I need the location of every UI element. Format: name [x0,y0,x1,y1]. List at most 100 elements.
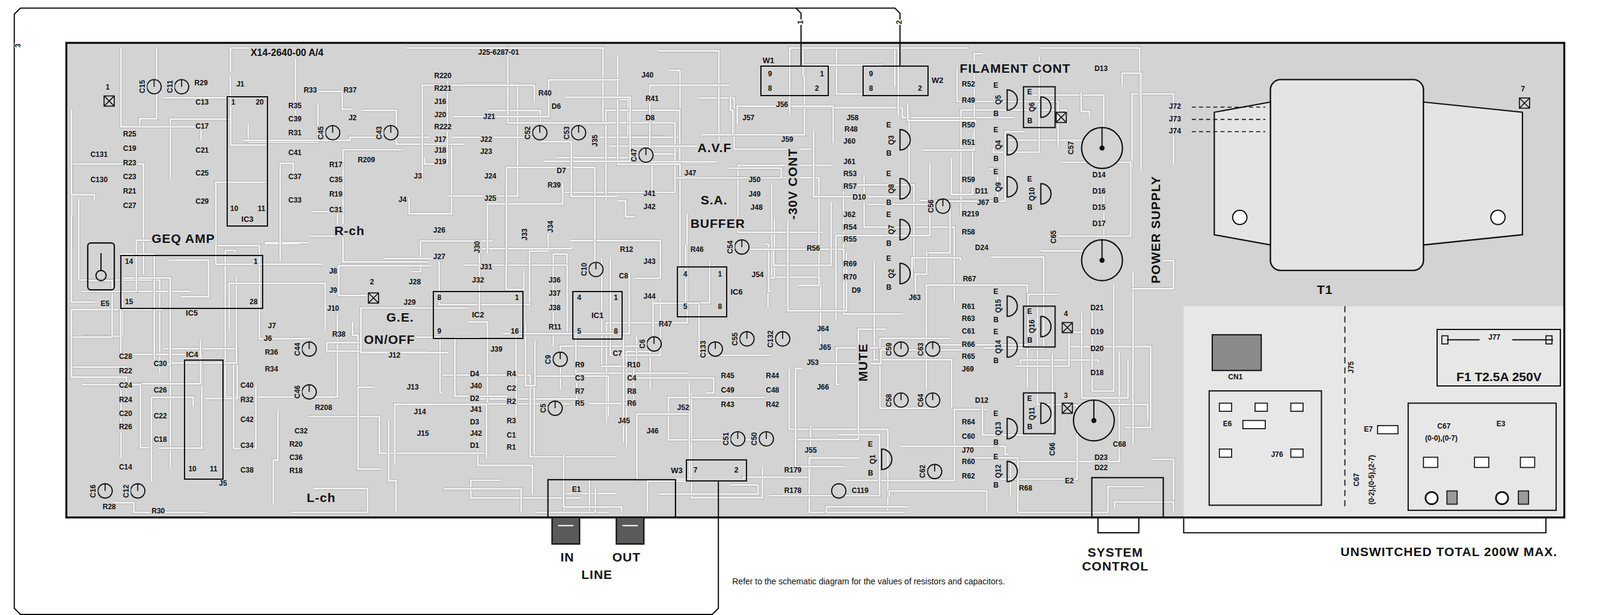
trace [71,215,95,302]
part-label: E2 [1064,477,1075,486]
section-title: L-ch [305,491,336,505]
test-point [1062,322,1073,333]
part-label: J3 [413,172,423,181]
trace-edge [487,182,563,254]
jumper-wire [1191,106,1266,108]
section-title: S.A. [700,192,729,207]
part-label: B [992,357,1000,365]
capacitor-symbol [308,384,311,392]
trace [540,141,618,197]
part-label: R21 [122,188,138,196]
part-label: R30 [150,507,166,516]
part-label: C22 [153,412,168,421]
trace [352,322,359,387]
part-label: C56 [927,198,936,214]
trace [534,488,596,513]
trace [606,213,688,423]
cable-bracket [14,8,719,615]
part-label: J38 [548,304,562,312]
earth-lug [1377,425,1399,434]
trace-edge [826,506,908,513]
transformer-clamp [1214,102,1271,246]
part-label: J15 [416,429,430,438]
trace-edge [616,99,665,137]
capacitor-symbol [332,125,334,133]
part-label: R63 [961,315,976,324]
part-label: R19 [328,191,344,199]
outlet-bracket [1183,518,1546,533]
part-label: E [1026,88,1033,97]
part-label: C23 [122,173,138,182]
trace-edge [225,295,338,397]
part-label: J18 [433,147,448,156]
part-label: B [992,316,1000,324]
part-label: 15 [124,298,134,306]
part-label: R65 [961,353,976,362]
light-area [1183,305,1564,517]
part-label: 8 [613,327,619,336]
part-label: C57 [1067,140,1076,156]
capacitor-symbol [741,239,743,248]
part-label: J50 [747,176,761,185]
part-label: 10 [187,465,197,474]
part-label: C61 [961,327,976,336]
part-label: X14-2640-00 A/4 [250,47,324,59]
capacitor-symbol [130,483,145,499]
part-label: R3 [506,417,517,426]
power-capacitor [1092,418,1097,423]
part-label: J40 [469,382,483,391]
transistor-symbol [1007,295,1018,317]
part-label: R64 [961,418,976,427]
part-label: 1 [105,83,111,92]
capacitor-symbol [900,393,902,401]
capacitor-symbol [308,341,311,350]
rca-jack [558,524,574,526]
capacitor-symbol [925,341,941,357]
trace-edge [658,485,758,495]
part-label: 2 [369,278,376,287]
part-label: J35 [592,134,600,148]
part-label: J49 [747,191,761,199]
transistor-symbol [899,178,910,199]
trace-edge [71,215,95,302]
part-label: R37 [342,87,358,95]
part-label: R11 [548,323,562,332]
trace-edge [71,164,144,275]
trace [836,162,930,320]
transistor-symbol [1007,336,1018,358]
capacitor-symbol [932,341,934,350]
trace [1020,360,1099,365]
part-label: D12 [974,397,989,406]
trace-edge [733,177,820,286]
part-label: R50 [961,121,976,130]
section-title: IN [559,549,575,564]
part-label: J41 [643,189,657,198]
trace [685,244,710,303]
test-point [1062,322,1073,333]
artwork-group [14,8,1565,615]
trace [168,260,209,297]
part-label: C60 [961,432,976,441]
fuse-lead [1512,338,1554,341]
trace-edge [1131,271,1135,445]
part-label: D4 [469,370,480,379]
part-label: E6 [1222,420,1233,429]
trace-edge [930,131,1026,201]
power-capacitor [1081,239,1123,281]
part-label: J76 [1270,451,1284,460]
part-label: 9 [436,327,443,336]
part-label: E [992,168,999,177]
part-label: R53 [842,170,858,179]
trace [217,245,311,339]
part-label: R66 [961,340,976,349]
trace [1015,332,1082,367]
section-title: MUTE [856,342,871,383]
part-label: R61 [961,302,976,311]
part-label: J7 [267,322,277,331]
part-label: J66 [816,384,830,392]
part-label: D8 [644,114,656,123]
trace-edge [907,102,976,123]
trace [170,277,237,468]
transformer-clamp [1423,102,1523,246]
